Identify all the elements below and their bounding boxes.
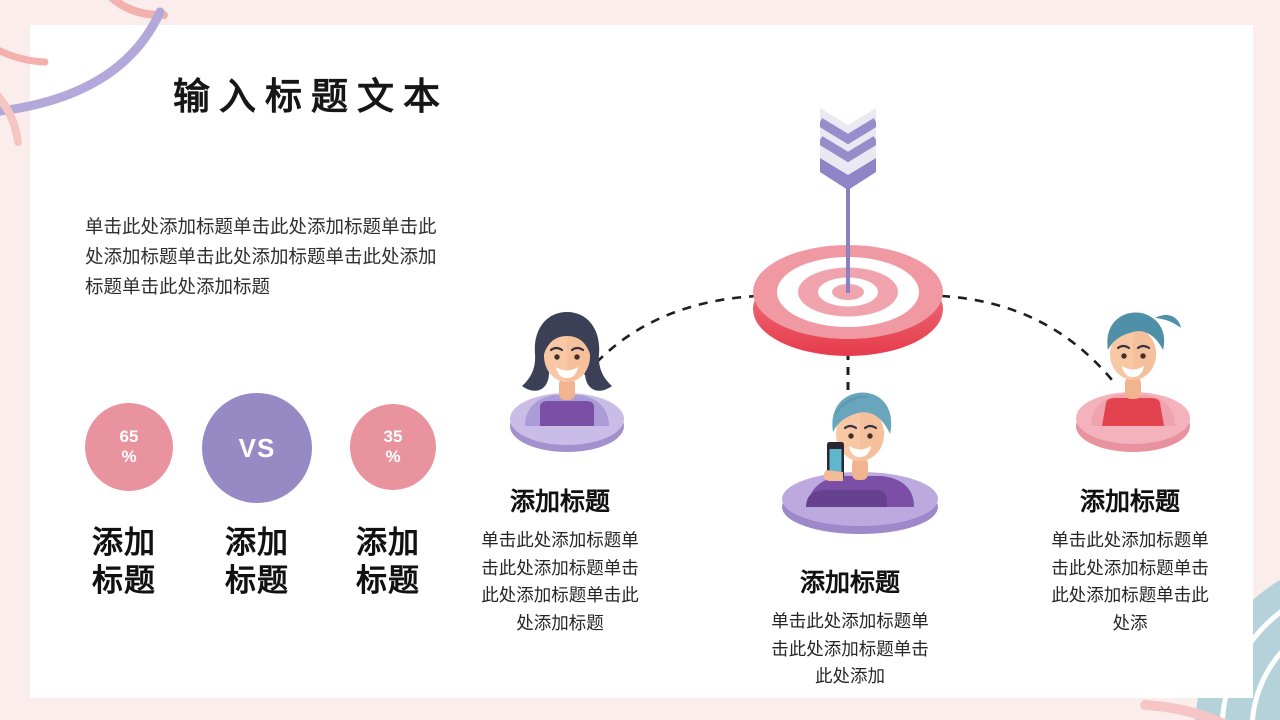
text-group-right: 添加标题 单击此处添加标题单 击此处添加标题单击 此处添加标题单击此 处添 [1032, 482, 1228, 637]
dartboard-target-icon [753, 108, 943, 356]
intro-line: 标题单击此处添加标题 [85, 276, 271, 297]
vs-circle: VS [202, 393, 312, 503]
avatar-man-red-icon [1076, 312, 1190, 452]
percent-circle-left: 65 % [85, 403, 173, 491]
slide-title: 输入标题文本 [173, 76, 449, 117]
content-panel [30, 25, 1253, 698]
circle-caption-center: 添加 标题 [207, 524, 307, 600]
body-line: 击此处添加标题单击 [481, 557, 639, 578]
avatar-woman-icon [510, 312, 624, 452]
circle-caption-right: 添加 标题 [338, 524, 438, 600]
circle-caption-left: 添加 标题 [74, 524, 174, 600]
body-line: 此处添加标题单击此 [481, 585, 639, 605]
intro-line: 单击此处添加标题单击此处添加标题单击此 [85, 216, 437, 237]
caption-line: 添加 [356, 525, 420, 560]
body-line: 击此处添加标题单击 [771, 638, 929, 659]
percent-unit: % [385, 447, 401, 466]
caption-line: 标题 [356, 563, 420, 598]
caption-line: 添加 [225, 525, 289, 560]
body-line: 单击此处添加标题单 [1051, 530, 1209, 550]
group-heading: 添加标题 [509, 488, 610, 516]
group-heading: 添加标题 [799, 569, 900, 597]
percent-unit: % [121, 447, 137, 466]
intro-text: 单击此处添加标题单击此处添加标题单击此 处添加标题单击此处添加标题单击此处添加 … [85, 212, 437, 302]
vs-label: VS [238, 432, 276, 463]
arrow-fletching-icon [820, 108, 876, 190]
text-group-middle: 添加标题 单击此处添加标题单 击此处添加标题单击 此处添加 [752, 563, 948, 691]
percent-value: 35 [383, 427, 403, 446]
body-line: 处添加标题 [516, 612, 604, 633]
body-line: 此处添加标题单击此 [1051, 585, 1209, 605]
avatar-man-phone-icon [782, 392, 938, 534]
dashed-connector-lines [584, 294, 1113, 402]
text-group-left: 添加标题 单击此处添加标题单 击此处添加标题单击 此处添加标题单击此 处添加标题 [462, 482, 658, 637]
group-body: 单击此处添加标题单 击此处添加标题单击 此处添加标题单击此 处添加标题 [462, 527, 658, 637]
corner-arc-decoration-icon [0, 0, 168, 146]
body-line: 处添 [1112, 612, 1148, 633]
percent-value: 65 [119, 427, 139, 446]
group-body: 单击此处添加标题单 击此处添加标题单击 此处添加 [752, 608, 948, 691]
body-line: 单击此处添加标题单 [771, 611, 929, 631]
body-line: 击此处添加标题单击 [1051, 557, 1209, 578]
body-line: 此处添加 [815, 666, 885, 686]
group-heading: 添加标题 [1079, 488, 1180, 516]
intro-line: 处添加标题单击此处添加标题单击此处添加 [85, 246, 437, 267]
percent-circle-right: 35 % [350, 404, 436, 490]
caption-line: 添加 [92, 525, 156, 560]
caption-line: 标题 [92, 563, 156, 598]
group-body: 单击此处添加标题单 击此处添加标题单击 此处添加标题单击此 处添 [1032, 527, 1228, 637]
caption-line: 标题 [225, 563, 289, 598]
body-line: 单击此处添加标题单 [481, 530, 639, 550]
